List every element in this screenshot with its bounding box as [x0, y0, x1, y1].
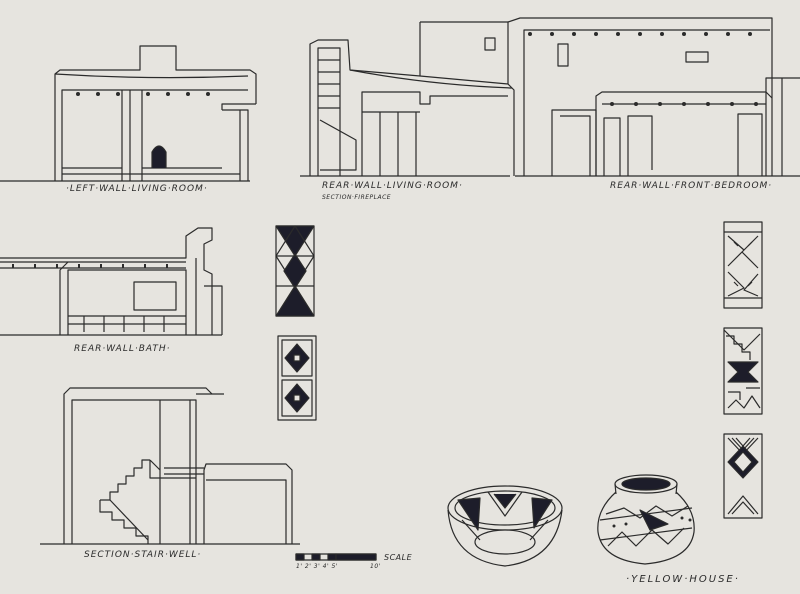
rear-wall-front-bedroom-elevation: [507, 17, 800, 177]
label-rear-wall-bath: REAR·WALL·BATH·: [74, 344, 171, 354]
rug-pattern-stepped-1: [723, 221, 763, 309]
label-yellow-house: ·YELLOW·HOUSE·: [626, 574, 740, 585]
label-section-fireplace: SECTION·FIREPLACE: [322, 194, 392, 201]
label-section-stair-well: SECTION·STAIR·WELL·: [84, 550, 202, 560]
section-stair-well-drawing: [40, 387, 300, 545]
label-left-wall-living-room: ·LEFT·WALL·LIVING·ROOM·: [66, 184, 208, 194]
rear-wall-bath-elevation: [0, 227, 223, 336]
rug-pattern-diamonds: [275, 225, 315, 317]
scale-bar: [295, 553, 377, 561]
pottery-jar: [597, 474, 695, 565]
label-rear-wall-front-bedroom: REAR·WALL·FRONT·BEDROOM·: [610, 181, 773, 191]
pottery-bowl: [447, 485, 563, 567]
rug-pattern-stepped-3: [723, 433, 763, 519]
rug-pattern-stepped-2: [723, 327, 763, 415]
left-wall-living-room-elevation: [0, 45, 257, 182]
label-rear-wall-living-room: REAR·WALL·LIVING·ROOM·: [322, 181, 463, 191]
label-scale-ticks: 1' 2' 3' 4' 5': [296, 563, 338, 570]
label-scale-end: 10': [370, 563, 381, 570]
label-scale: SCALE: [384, 553, 413, 562]
rug-pattern-crosses: [277, 335, 317, 421]
rear-wall-living-room-elevation: [300, 21, 515, 177]
